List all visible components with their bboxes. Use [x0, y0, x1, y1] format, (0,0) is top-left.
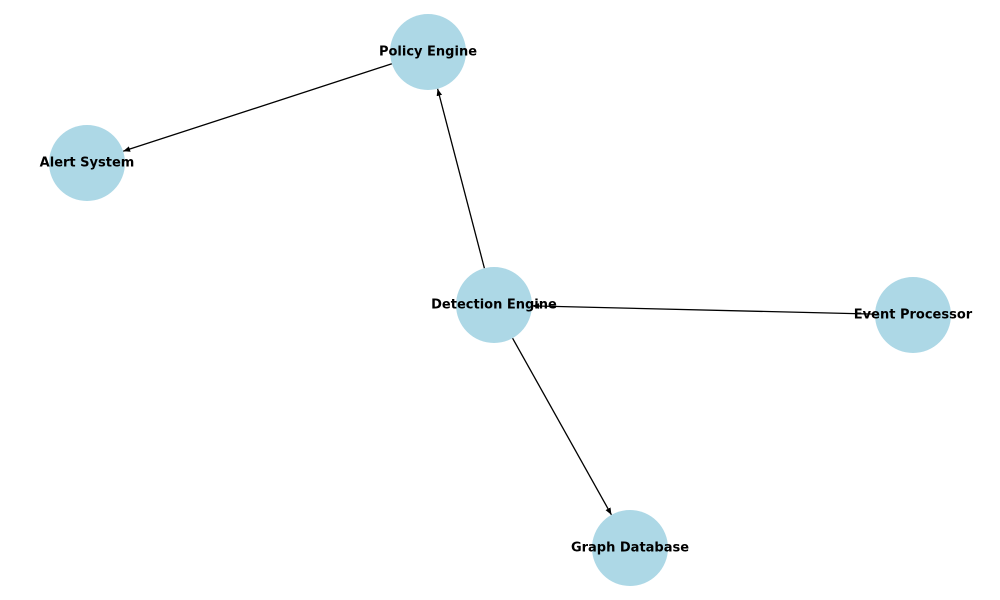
nodes-layer: Policy Engine Alert System Detection Eng… [40, 14, 973, 586]
edge-detection-to-graphdb [511, 337, 613, 516]
node-graph-database-label: Graph Database [571, 541, 689, 556]
node-event-processor: Event Processor [854, 277, 973, 353]
node-policy-engine: Policy Engine [379, 14, 477, 90]
node-event-processor-label: Event Processor [854, 308, 973, 323]
node-detection-engine-circle [456, 267, 532, 343]
node-alert-system-circle [49, 125, 125, 201]
node-policy-engine-circle [390, 14, 466, 90]
edge-policy-to-alert [122, 63, 393, 152]
edge-detection-to-policy [436, 88, 486, 269]
node-graph-database-circle [592, 510, 668, 586]
edges-layer [122, 63, 876, 516]
node-alert-system-label: Alert System [40, 156, 135, 171]
node-detection-engine: Detection Engine [431, 267, 557, 343]
node-event-processor-circle [875, 277, 951, 353]
edge-event-to-detection [531, 303, 876, 315]
node-graph-database: Graph Database [571, 510, 689, 586]
node-alert-system: Alert System [40, 125, 135, 201]
node-detection-engine-label: Detection Engine [431, 298, 557, 313]
node-policy-engine-label: Policy Engine [379, 45, 477, 60]
